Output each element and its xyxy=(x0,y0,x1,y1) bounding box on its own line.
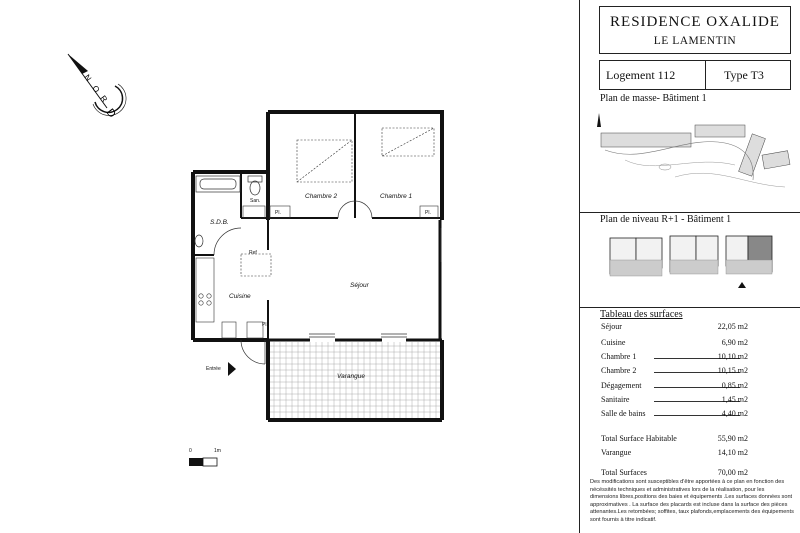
toilet xyxy=(247,175,263,196)
surface-label: Salle de bains xyxy=(601,409,646,418)
bed-chambre-1 xyxy=(381,127,435,157)
room-cuisine: Cuisine xyxy=(229,293,251,300)
compass-letter-o: O xyxy=(90,84,101,94)
level-marker-icon xyxy=(738,282,746,288)
surfaces-title: Tableau des surfaces xyxy=(600,309,683,320)
room-chambre-1: Chambre 1 xyxy=(380,193,413,200)
site-plan-title: Plan de masse- Bâtiment 1 xyxy=(600,93,707,104)
scale-bar xyxy=(189,457,218,467)
surface-value: 22,05 m2 xyxy=(717,322,748,331)
surface-value: 4,40 m2 xyxy=(721,409,748,418)
surface-value: 6,90 m2 xyxy=(721,338,748,347)
room-sejour: Séjour xyxy=(350,282,369,289)
label-ref: Ref xyxy=(249,250,257,256)
windows xyxy=(309,228,442,390)
logement-number: Logement 112 xyxy=(606,68,676,82)
entrance-arrow-icon xyxy=(228,362,236,376)
surface-label: Sanitaire xyxy=(601,395,630,404)
surface-value: 1,45 m2 xyxy=(721,395,748,404)
doors xyxy=(213,200,373,365)
scale-start: 0 xyxy=(189,448,192,454)
surface-label: Séjour xyxy=(601,322,622,331)
walls xyxy=(191,110,444,422)
surface-value: 10,10 m2 xyxy=(717,352,748,361)
surface-label: Cuisine xyxy=(601,338,626,347)
placards xyxy=(242,205,439,219)
bed-chambre-2 xyxy=(296,139,353,183)
total-label: Total Surfaces xyxy=(601,468,647,477)
surface-label: Dégagement xyxy=(601,381,642,390)
logement-box: Logement 112 Type T3 xyxy=(599,60,791,90)
scale-end: 1m xyxy=(214,448,221,454)
level-plan-title: Plan de niveau R+1 - Bâtiment 1 xyxy=(600,214,732,225)
label-entree: Entrée xyxy=(206,366,221,372)
label-placard-1: Pl. xyxy=(275,210,281,216)
site-north-icon xyxy=(597,113,601,127)
total-habitable-value: 55,90 m2 xyxy=(717,434,748,443)
disclaimer-note: Des modifications sont susceptibles d'êt… xyxy=(590,479,794,523)
compass-letter-n: N xyxy=(82,73,93,83)
compass-letter-d: D xyxy=(104,107,118,121)
kitchen-counter xyxy=(195,253,272,339)
compass-letter-r: R xyxy=(98,94,109,104)
label-placard-3: Pl. xyxy=(262,322,268,328)
title-box: RESIDENCE OXALIDE LE LAMENTIN xyxy=(599,6,791,54)
bathtub xyxy=(195,175,241,193)
surface-label: Chambre 1 xyxy=(601,352,637,361)
logement-type: Type T3 xyxy=(724,68,764,82)
surfaces-table: Séjour 22,05 m2 Cuisine 6,90 m2 Chambre … xyxy=(579,320,800,480)
varangue-label: Varangue xyxy=(601,448,632,457)
surface-label: Chambre 2 xyxy=(601,366,637,375)
room-sanitaire: San. xyxy=(250,198,261,204)
total-value: 70,00 m2 xyxy=(717,468,748,477)
surface-value: 10,15 m2 xyxy=(717,366,748,375)
room-sdb: S.D.B. xyxy=(210,219,229,226)
site-plan-drawing xyxy=(597,113,791,188)
varangue-tiles xyxy=(270,342,440,418)
room-varangue: Varangue xyxy=(337,373,365,380)
info-panel xyxy=(579,0,800,533)
washbasin xyxy=(194,234,204,248)
label-placard-2: Pl. xyxy=(425,210,431,216)
total-habitable-label: Total Surface Habitable xyxy=(601,434,677,443)
north-compass-icon xyxy=(67,53,127,116)
surface-value: 0,85 m2 xyxy=(721,381,748,390)
varangue-value: 14,10 m2 xyxy=(717,448,748,457)
residence-name: RESIDENCE OXALIDE xyxy=(610,14,780,30)
room-chambre-2: Chambre 2 xyxy=(305,193,338,200)
level-plan-drawing xyxy=(609,235,773,288)
location-name: LE LAMENTIN xyxy=(653,35,737,47)
floor-plan: N O R D xyxy=(67,53,444,467)
